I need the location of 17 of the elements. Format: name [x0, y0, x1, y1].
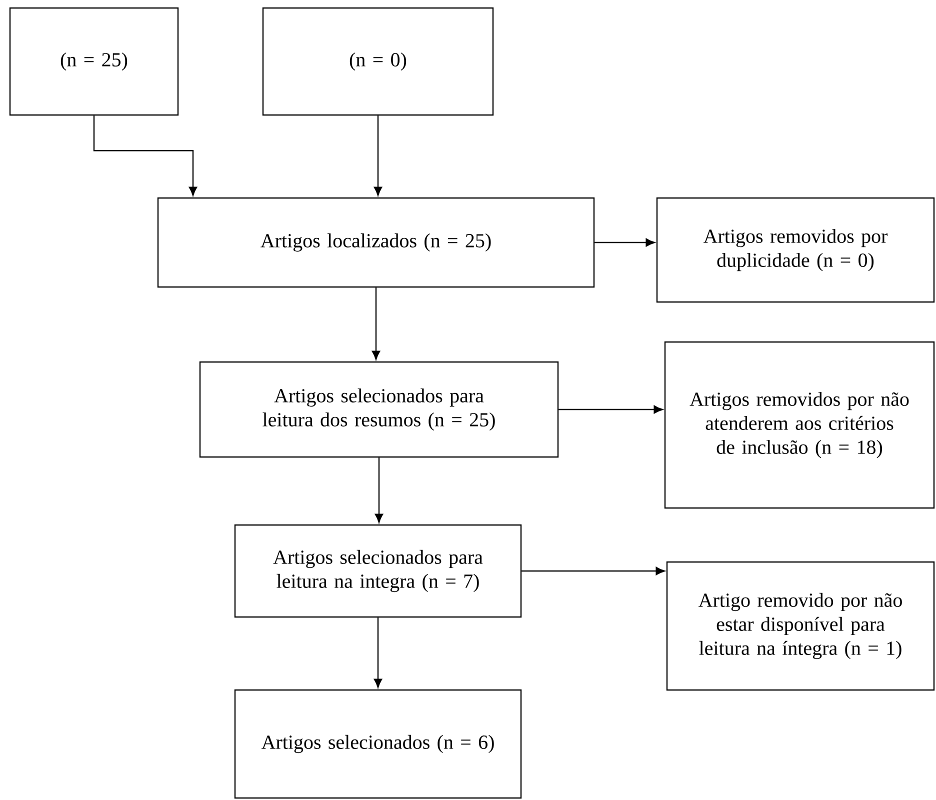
arrow — [522, 566, 665, 576]
process-box: Artigos localizados (n = 25) — [157, 197, 595, 288]
arrow — [374, 116, 382, 196]
arrow — [372, 288, 380, 360]
process-box: Artigo removido por não estar disponível para leitura na íntegra (n = 1) — [666, 561, 935, 691]
process-box: Artigos selecionados para leitura na integra (n = 7) — [234, 524, 522, 618]
arrow — [374, 458, 384, 523]
process-box: Artigos selecionados para leitura dos resumos (n = 25) — [199, 361, 559, 458]
arrow — [93, 116, 198, 196]
arrow — [594, 238, 655, 247]
arrow — [558, 405, 663, 414]
process-box: (n = 25) — [9, 7, 179, 116]
process-box: (n = 0) — [262, 7, 494, 116]
process-box: Artigos selecionados (n = 6) — [234, 689, 522, 799]
process-box: Artigos removidos por não atenderem aos critérios de inclusão (n = 18) — [664, 341, 935, 509]
process-box: Artigos removidos por duplicidade (n = 0) — [656, 197, 935, 303]
arrow — [374, 618, 382, 688]
